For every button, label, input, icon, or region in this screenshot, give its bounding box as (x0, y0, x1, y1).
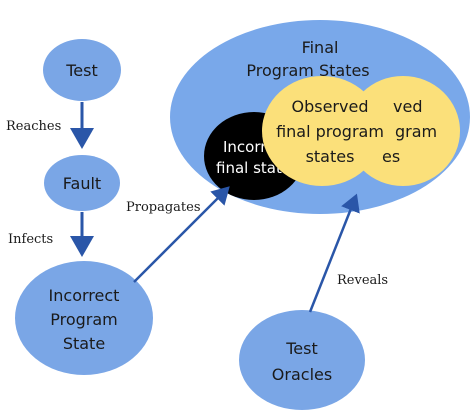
incorrect-final-label-line2: final stat (216, 159, 282, 177)
observed-back-label-line2: gram (395, 122, 437, 141)
observed-final-program-states-node (262, 76, 382, 186)
observed-label-line2: final program (276, 122, 384, 141)
observed-back-label-line3: es (382, 147, 400, 166)
propagates-label: Propagates (126, 200, 201, 215)
incorrect-final-label-line1: Incorr (223, 138, 267, 156)
observed-label-line1: Observed (292, 97, 369, 116)
final-states-label-line2: Program States (246, 61, 369, 80)
propagates-arrow (133, 186, 230, 283)
reaches-label: Reaches (6, 119, 61, 134)
incorrect-program-state-node (15, 261, 153, 375)
fault-label: Fault (63, 174, 101, 193)
test-node (43, 39, 121, 101)
reveals-arrow (308, 193, 360, 313)
reveals-label: Reveals (337, 273, 388, 288)
fault-node (44, 155, 120, 211)
test-oracles-node (239, 310, 365, 410)
final-states-label-line1: Final (302, 38, 339, 57)
infects-label: Infects (8, 232, 53, 247)
incorrect-state-label-line3: State (63, 334, 105, 353)
observed-back-label-line1: ved (393, 97, 422, 116)
observed-states-back-blob (346, 76, 460, 186)
incorrect-state-label-line1: Incorrect (49, 286, 120, 305)
test-oracles-label-line1: Test (285, 339, 318, 358)
incorrect-state-label-line2: Program (50, 310, 118, 329)
test-label: Test (65, 61, 98, 80)
test-oracles-label-line2: Oracles (272, 365, 332, 384)
observed-label-line3: states (306, 147, 355, 166)
